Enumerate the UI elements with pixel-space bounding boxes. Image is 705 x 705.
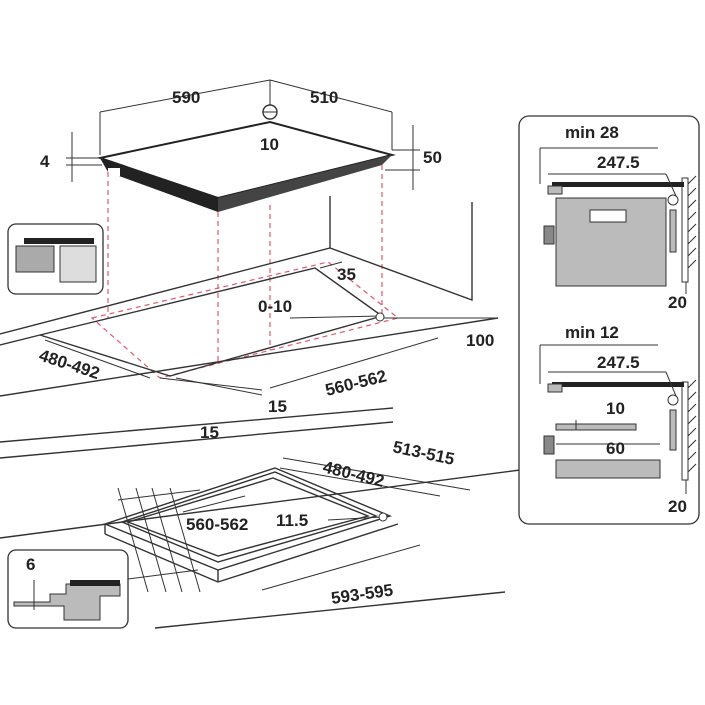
hob-body-side [218,155,392,212]
cutout-offset-label: 0-10 [258,297,292,316]
flush-cutout-width-label: 560-562 [186,515,248,534]
hob-height-label: 50 [423,148,442,167]
inset-bottom [7,549,129,629]
hob-top-view [0,79,499,397]
drawer-gap-label: 10 [606,399,625,418]
flush-view [0,407,521,629]
oven-wall-label: 20 [668,293,687,312]
flush-outer-depth-label: 513-515 [391,437,456,469]
drawer-min-label: min 12 [565,323,619,342]
flush-cutout-depth-label: 480-492 [321,457,386,491]
drawer-depth-label: 247.5 [597,353,640,372]
hob-glass [96,120,396,200]
depth-label: 510 [310,88,338,107]
drawer-shelf-label: 60 [606,439,625,458]
hole-label: 10 [260,135,279,154]
front-gap-b-label: 15 [200,423,219,442]
inset-top [7,223,104,295]
wall-distance-label: 100 [466,331,494,350]
oven-depth-label: 247.5 [597,153,640,172]
cutout-width-label: 560-562 [323,366,388,400]
hob-base [108,168,120,176]
side-panel [518,115,700,525]
cutout-margin-label: 35 [337,265,356,284]
hob-body-front [100,158,218,212]
glass-thickness-label: 4 [40,152,50,171]
flush-corner-radius-label: 11.5 [276,511,308,530]
drawer-wall-label: 20 [668,497,687,516]
recess-depth-label: 6 [26,555,35,574]
oven-min-label: min 28 [565,123,619,142]
width-label: 590 [172,88,200,107]
front-gap-a-label: 15 [268,397,287,416]
